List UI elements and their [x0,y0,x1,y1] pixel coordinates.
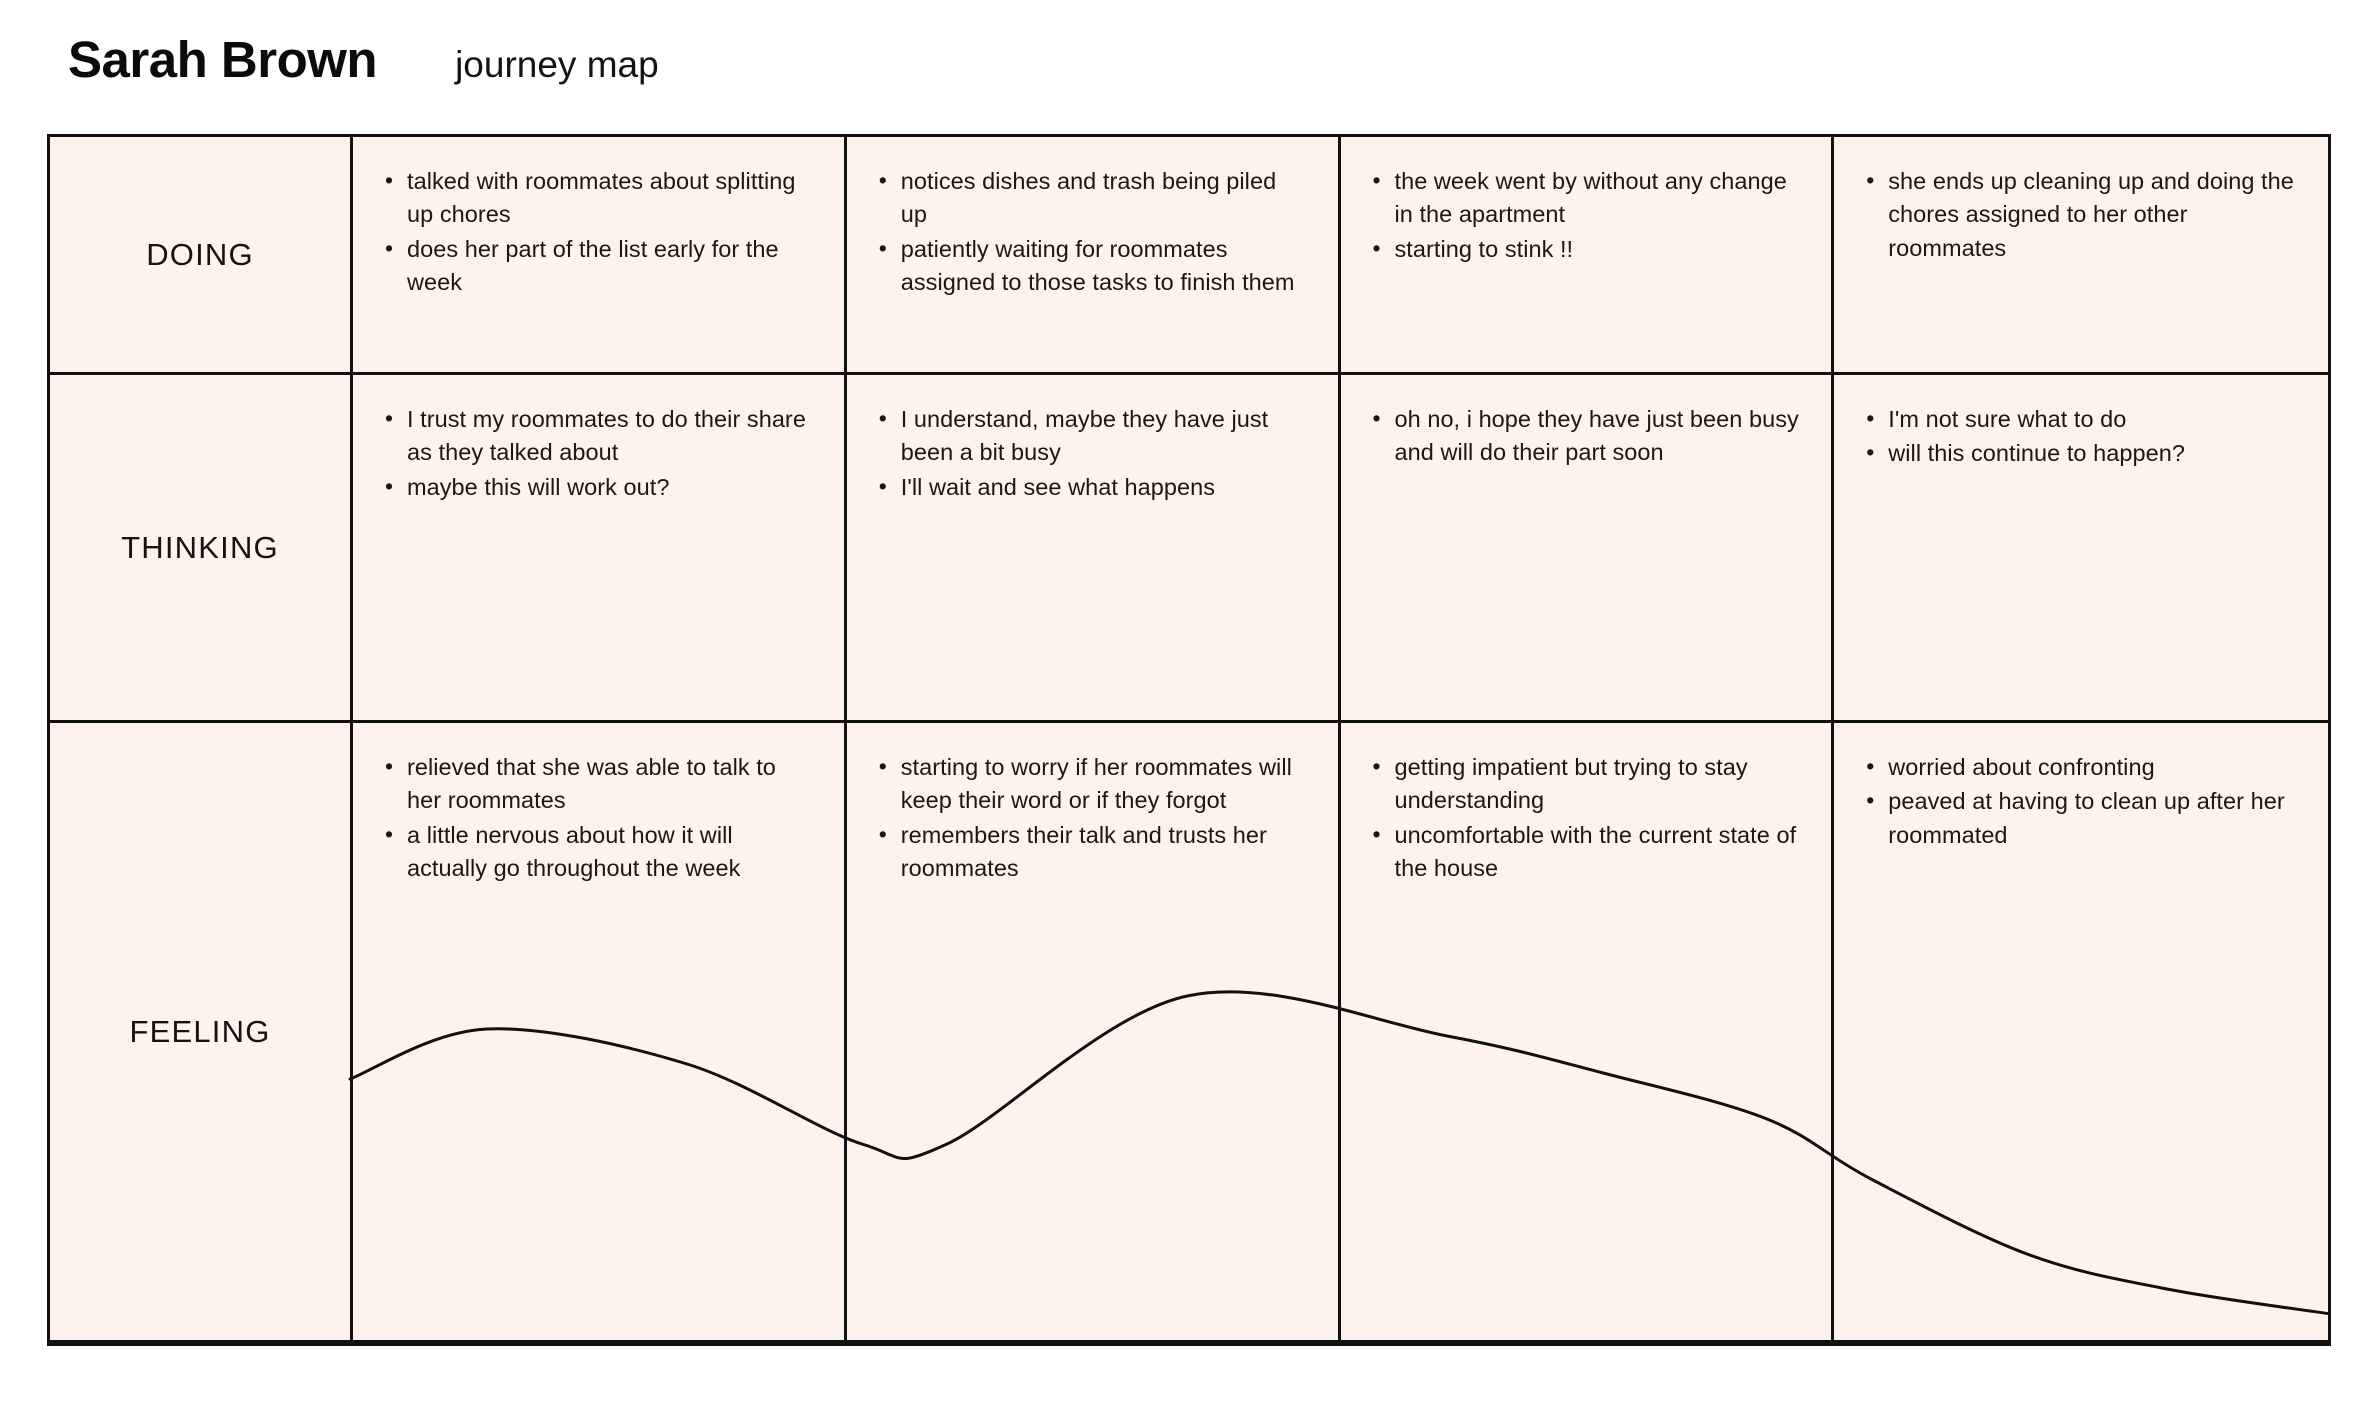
cell-feeling-1: relieved that she was able to talk to he… [353,723,847,1343]
list-item: peaved at having to clean up after her r… [1864,784,2298,852]
bullet-list: worried about confronting peaved at havi… [1834,723,2328,852]
list-item: maybe this will work out? [383,470,814,504]
cell-doing-1: talked with roommates about splitting up… [353,137,847,375]
list-item: talked with roommates about splitting up… [383,164,814,232]
row-label-feeling: FEELING [50,723,353,1343]
cell-feeling-4: worried about confronting peaved at havi… [1834,723,2328,1343]
list-item: starting to worry if her roommates will … [877,750,1308,818]
cell-thinking-2: I understand, maybe they have just been … [846,375,1341,723]
list-item: she ends up cleaning up and doing the ch… [1864,164,2298,265]
list-item: patiently waiting for roommates assigned… [877,232,1308,300]
list-item: relieved that she was able to talk to he… [383,750,814,818]
cell-doing-3: the week went by without any change in t… [1340,137,1835,375]
cell-thinking-3: oh no, i hope they have just been busy a… [1340,375,1835,723]
list-item: notices dishes and trash being piled up [877,164,1308,232]
list-item: getting impatient but trying to stay und… [1371,750,1802,818]
row-label-thinking: THINKING [50,375,353,723]
list-item: starting to stink !! [1371,232,1802,266]
cell-feeling-3: getting impatient but trying to stay und… [1340,723,1835,1343]
list-item: I understand, maybe they have just been … [877,402,1308,470]
bullet-list: notices dishes and trash being piled up … [847,137,1338,299]
list-item: the week went by without any change in t… [1371,164,1802,232]
row-label-text: DOING [146,236,254,272]
row-label-text: THINKING [121,529,279,565]
list-item: I'm not sure what to do [1864,402,2298,436]
bullet-list: she ends up cleaning up and doing the ch… [1834,137,2328,265]
cell-doing-4: she ends up cleaning up and doing the ch… [1834,137,2328,375]
list-item: remembers their talk and trusts her room… [877,818,1308,886]
bullet-list: oh no, i hope they have just been busy a… [1341,375,1832,470]
map-subtitle: journey map [455,44,659,85]
cell-doing-2: notices dishes and trash being piled up … [846,137,1341,375]
bullet-list: starting to worry if her roommates will … [847,723,1338,885]
list-item: does her part of the list early for the … [383,232,814,300]
cell-thinking-4: I'm not sure what to do will this contin… [1834,375,2328,723]
cell-feeling-2: starting to worry if her roommates will … [846,723,1341,1343]
list-item: will this continue to happen? [1864,436,2298,470]
list-item: oh no, i hope they have just been busy a… [1371,402,1802,470]
bullet-list: I trust my roommates to do their share a… [353,375,844,504]
bullet-list: the week went by without any change in t… [1341,137,1832,266]
bullet-list: relieved that she was able to talk to he… [353,723,844,885]
journey-map-header: Sarah Brown journey map [68,34,659,85]
list-item: I'll wait and see what happens [877,470,1308,504]
list-item: a little nervous about how it will actua… [383,818,814,886]
bullet-list: getting impatient but trying to stay und… [1341,723,1832,885]
list-item: uncomfortable with the current state of … [1371,818,1802,886]
bullet-list: talked with roommates about splitting up… [353,137,844,299]
journey-map-grid: DOING talked with roommates about splitt… [47,134,2331,1346]
bullet-list: I understand, maybe they have just been … [847,375,1338,504]
bullet-list: I'm not sure what to do will this contin… [1834,375,2328,471]
cell-thinking-1: I trust my roommates to do their share a… [353,375,847,723]
row-label-doing: DOING [50,137,353,375]
list-item: I trust my roommates to do their share a… [383,402,814,470]
row-label-text: FEELING [129,1013,271,1049]
page-title: Sarah Brown [68,31,378,88]
list-item: worried about confronting [1864,750,2298,784]
